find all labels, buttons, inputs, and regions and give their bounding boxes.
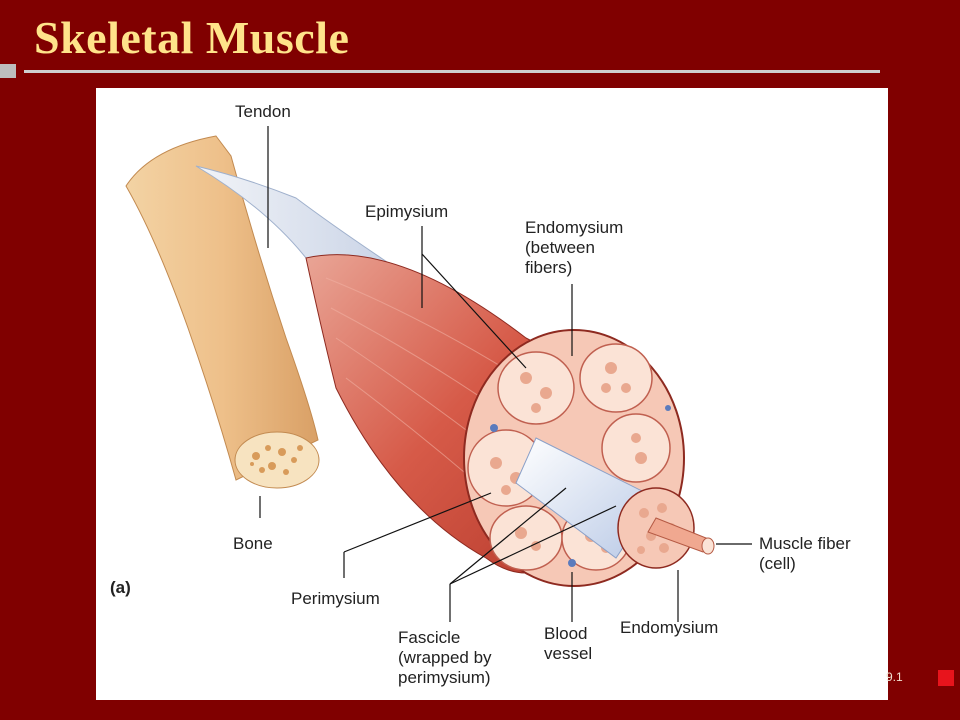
label-perimysium: Perimysium bbox=[291, 589, 380, 608]
muscle-anatomy-illustration bbox=[125, 126, 752, 622]
label-fascicle-line-3: perimysium) bbox=[398, 668, 491, 687]
label-fascicle: Fascicle (wrapped by perimysium) bbox=[398, 628, 492, 688]
label-blood-vessel: Blood vessel bbox=[544, 624, 592, 664]
label-blood-vessel-line-1: Blood bbox=[544, 624, 588, 643]
label-endomysium: Endomysium bbox=[620, 618, 719, 637]
label-fascicle-line-2: (wrapped by bbox=[398, 648, 492, 667]
label-fascicle-line-1: Fascicle bbox=[398, 628, 461, 647]
label-muscle-fiber-line-1: Muscle fiber bbox=[759, 534, 851, 553]
figure-panel: Tendon Epimysium Endomysium (between fib… bbox=[96, 88, 888, 700]
figure-number: 9.1 bbox=[886, 670, 903, 684]
label-muscle-fiber-line-2: (cell) bbox=[759, 554, 796, 573]
title-rule-marker bbox=[0, 64, 16, 78]
label-endomysium-between-fibers: Endomysium (between fibers) bbox=[525, 218, 623, 278]
label-blood-vessel-line-2: vessel bbox=[544, 644, 593, 663]
leader-lines bbox=[259, 126, 752, 622]
label-epimysium: Epimysium bbox=[365, 202, 449, 221]
title-rule bbox=[24, 70, 880, 73]
muscle-fiber-shape bbox=[647, 517, 715, 555]
slide-title: Skeletal Muscle bbox=[34, 12, 350, 63]
label-bone: Bone bbox=[233, 534, 273, 553]
label-panel-letter: (a) bbox=[110, 578, 131, 597]
label-endomysium-between-line-1: Endomysium bbox=[525, 218, 624, 237]
label-tendon: Tendon bbox=[235, 102, 291, 121]
label-muscle-fiber: Muscle fiber (cell) bbox=[759, 534, 851, 574]
bone-shape bbox=[125, 135, 320, 489]
label-endomysium-between-line-3: fibers) bbox=[525, 258, 573, 277]
label-endomysium-between-line-2: (between bbox=[525, 238, 595, 257]
corner-accent-square bbox=[938, 670, 954, 686]
